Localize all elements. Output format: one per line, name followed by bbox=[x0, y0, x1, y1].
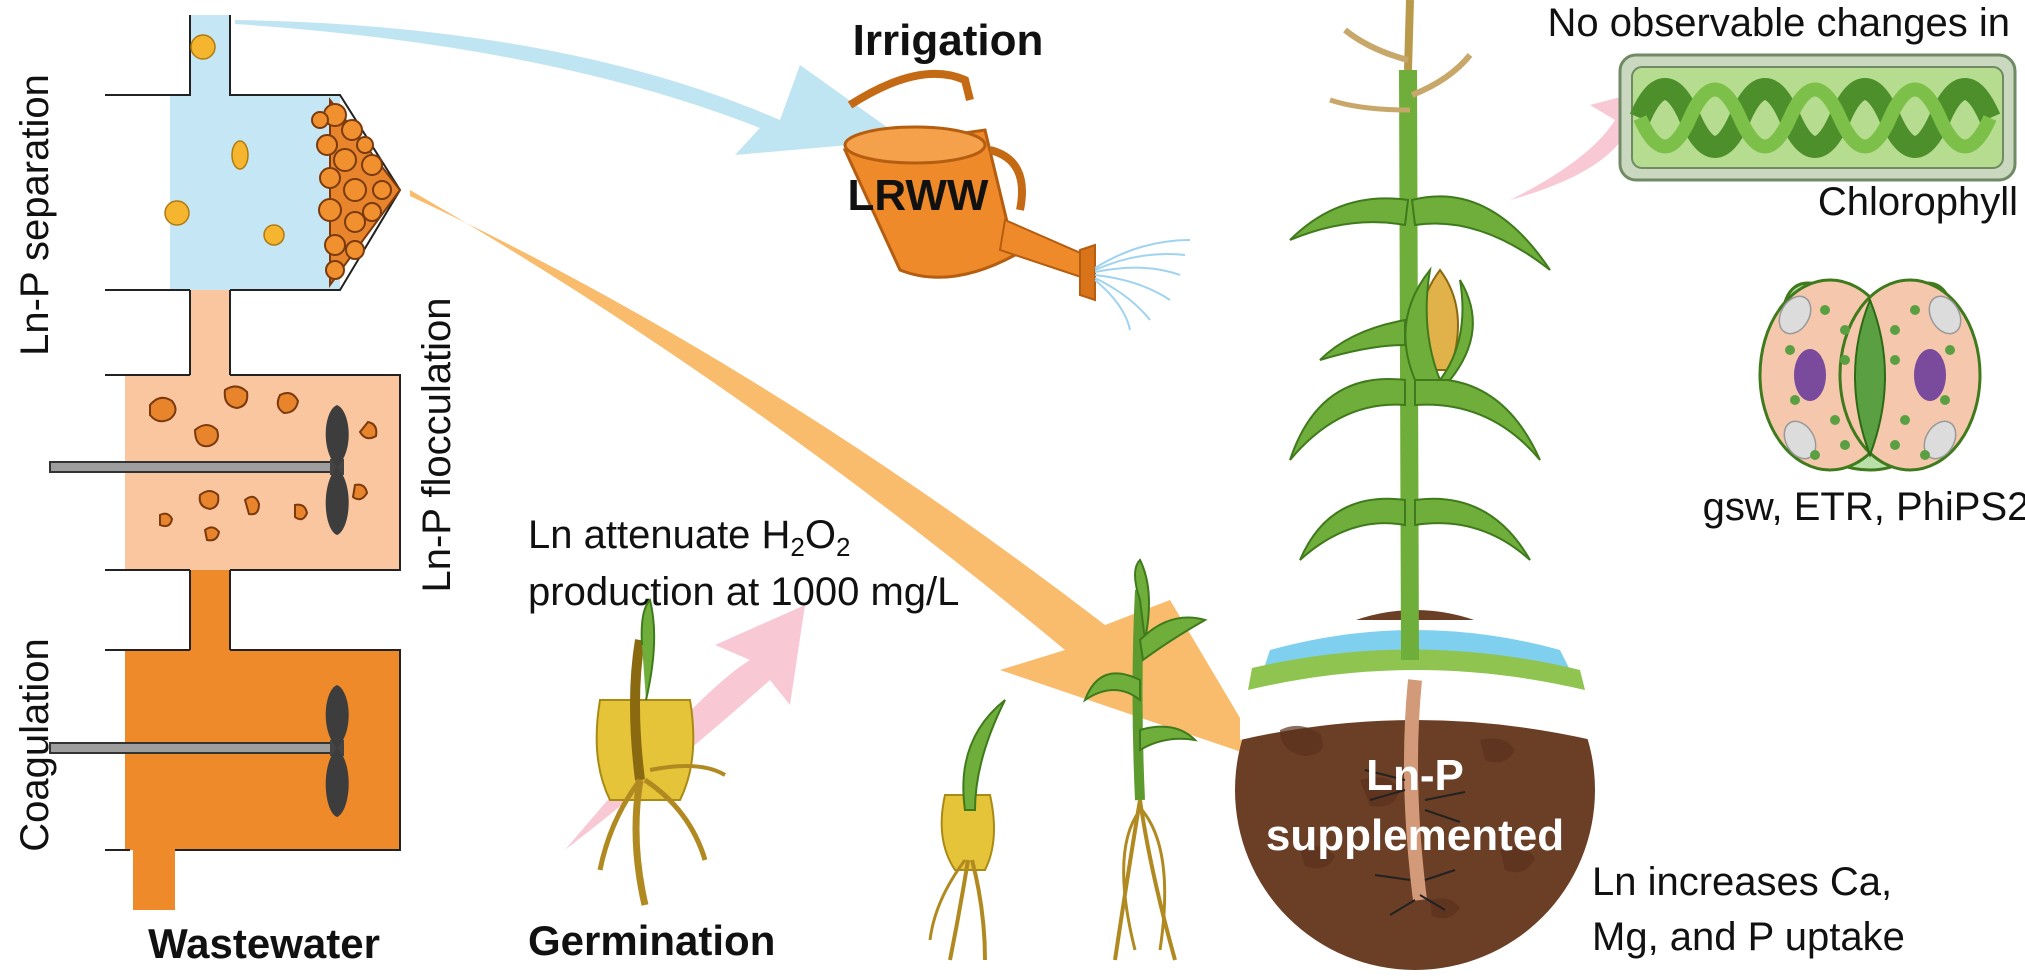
svg-text:Ln attenuate H2O2: Ln attenuate H2O2 bbox=[528, 513, 850, 562]
young-sprout-icon bbox=[928, 699, 1006, 961]
chloroplast-icon bbox=[1618, 53, 2017, 182]
ln-p-floc-cluster bbox=[311, 97, 402, 289]
flocculation-label: Ln-P flocculation bbox=[415, 298, 459, 593]
chlorophyll-label: Chlorophyll bbox=[1818, 180, 2018, 224]
h2o2-subscript-1: 2 bbox=[790, 532, 804, 562]
mixer-shaft bbox=[49, 685, 349, 817]
soil-circle: Ln-P supplemented bbox=[1235, 610, 1595, 970]
stomata-icon bbox=[1758, 278, 1982, 472]
lrww-label: LRWW bbox=[848, 171, 989, 220]
coagulation-label: Coagulation bbox=[13, 638, 57, 852]
blue-irrigation-arrow bbox=[235, 20, 905, 155]
wastewater-label: Wastewater bbox=[148, 920, 380, 967]
water-spray-icon bbox=[1094, 239, 1191, 331]
separation-label: Ln-P separation bbox=[13, 74, 57, 356]
irrigation-title: Irrigation bbox=[853, 16, 1044, 65]
stomata-label: gsw, ETR, PhiPS2 bbox=[1703, 485, 2025, 529]
uptake-line2: Mg, and P uptake bbox=[1592, 915, 1905, 959]
treatment-column: Ln-P separation Ln-P flocculation Coagul… bbox=[13, 15, 459, 967]
germination-note: Ln attenuate H2O2 production at 1000 mg/… bbox=[528, 513, 959, 614]
chlorophyll-header: No observable changes in bbox=[1547, 1, 2010, 45]
uptake-line1: Ln increases Ca, bbox=[1592, 860, 1892, 904]
corn-plant-icon bbox=[1289, 0, 1551, 661]
h2o2-o: O bbox=[805, 513, 836, 557]
seedling-icon bbox=[1082, 558, 1208, 961]
coagulation-chamber bbox=[49, 649, 401, 910]
orange-transfer-arrow bbox=[410, 190, 1265, 760]
separation-chamber bbox=[105, 15, 402, 291]
germination-title: Germination bbox=[528, 917, 775, 964]
h2o2-subscript-2: 2 bbox=[836, 532, 850, 562]
soil-label-line1: Ln-P bbox=[1366, 751, 1464, 800]
soil-label-line2: supplemented bbox=[1266, 811, 1564, 860]
flocculation-chamber bbox=[49, 374, 401, 571]
h2o2-note-line2: production at 1000 mg/L bbox=[528, 570, 959, 614]
germinating-seed-icon bbox=[595, 598, 727, 906]
mixer-shaft bbox=[49, 405, 349, 535]
h2o2-note-prefix: Ln attenuate H bbox=[528, 513, 790, 557]
watering-can-icon: LRWW bbox=[842, 69, 1096, 302]
